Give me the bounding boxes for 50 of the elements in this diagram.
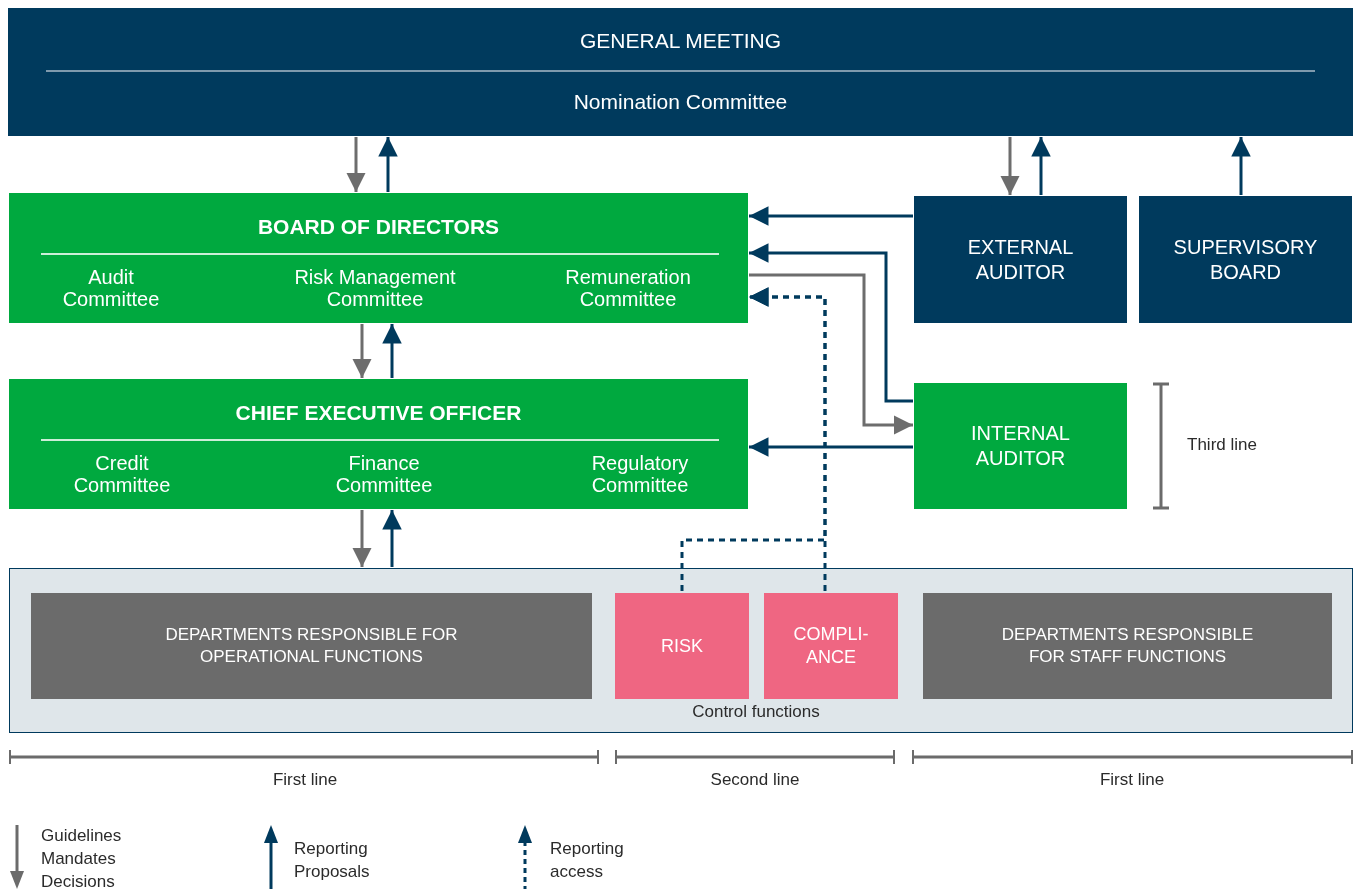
box-label: COMPLI- ANCE: [792, 623, 870, 669]
header-band: [8, 8, 1353, 136]
arrow: [749, 287, 827, 591]
arrow: [749, 243, 913, 403]
box-label: EXTERNAL AUDITOR: [966, 234, 1075, 285]
arrow: [1000, 137, 1020, 195]
box-label: DEPARTMENTS RESPONSIBLE FOR STAFF FUNCTIONS: [1000, 624, 1255, 668]
box-label: SUPERVISORY BOARD: [1172, 234, 1319, 285]
line-label: Second line: [709, 770, 801, 790]
arrow: [749, 437, 913, 457]
auditor-box: [914, 196, 1127, 323]
line-label: First line: [271, 770, 339, 790]
arrow: [346, 137, 366, 192]
legend-label: Reporting access: [550, 838, 625, 883]
arrow: [382, 510, 402, 567]
arrow: [352, 324, 372, 378]
group-panel: [9, 568, 1353, 733]
box-title: BOARD OF DIRECTORS: [257, 215, 500, 239]
arrow: [749, 273, 913, 435]
group-label: Control functions: [691, 702, 821, 722]
legend-label: Guidelines Mandates Decisions: [41, 825, 123, 891]
committee-name: Finance Committee: [334, 452, 434, 496]
department-box: [31, 593, 592, 699]
committee-name: Credit Committee: [72, 452, 172, 496]
box-label: INTERNAL AUDITOR: [970, 421, 1071, 471]
legend-label: Reporting Proposals: [294, 838, 371, 883]
board-box: [1139, 196, 1352, 323]
arrow: [749, 206, 913, 226]
box-label: DEPARTMENTS RESPONSIBLE FOR OPERATIONAL FUNCTIONS: [164, 624, 459, 668]
line-label: First line: [1098, 770, 1166, 790]
band-title: GENERAL MEETING: [579, 29, 782, 53]
arrow: [378, 137, 398, 192]
committee-name: Risk Management Committee: [293, 266, 457, 310]
arrow: [1231, 137, 1251, 195]
arrow: [352, 510, 372, 567]
board-box: [9, 193, 748, 323]
committee-name: Nomination Committee: [573, 90, 788, 114]
department-box: [923, 593, 1332, 699]
box-title: CHIEF EXECUTIVE OFFICER: [235, 401, 522, 425]
arrow: [1031, 137, 1051, 195]
arrow: [382, 324, 402, 378]
line-label: Third line: [1186, 435, 1258, 455]
committee-name: Audit Committee: [61, 266, 161, 310]
function-box: [615, 593, 749, 699]
committee-name: Remuneration Committee: [564, 266, 692, 310]
board-box: [9, 379, 748, 509]
auditor-box: [914, 383, 1127, 509]
function-box: [764, 593, 898, 699]
box-label: RISK: [661, 634, 703, 658]
committee-name: Regulatory Committee: [590, 452, 690, 496]
